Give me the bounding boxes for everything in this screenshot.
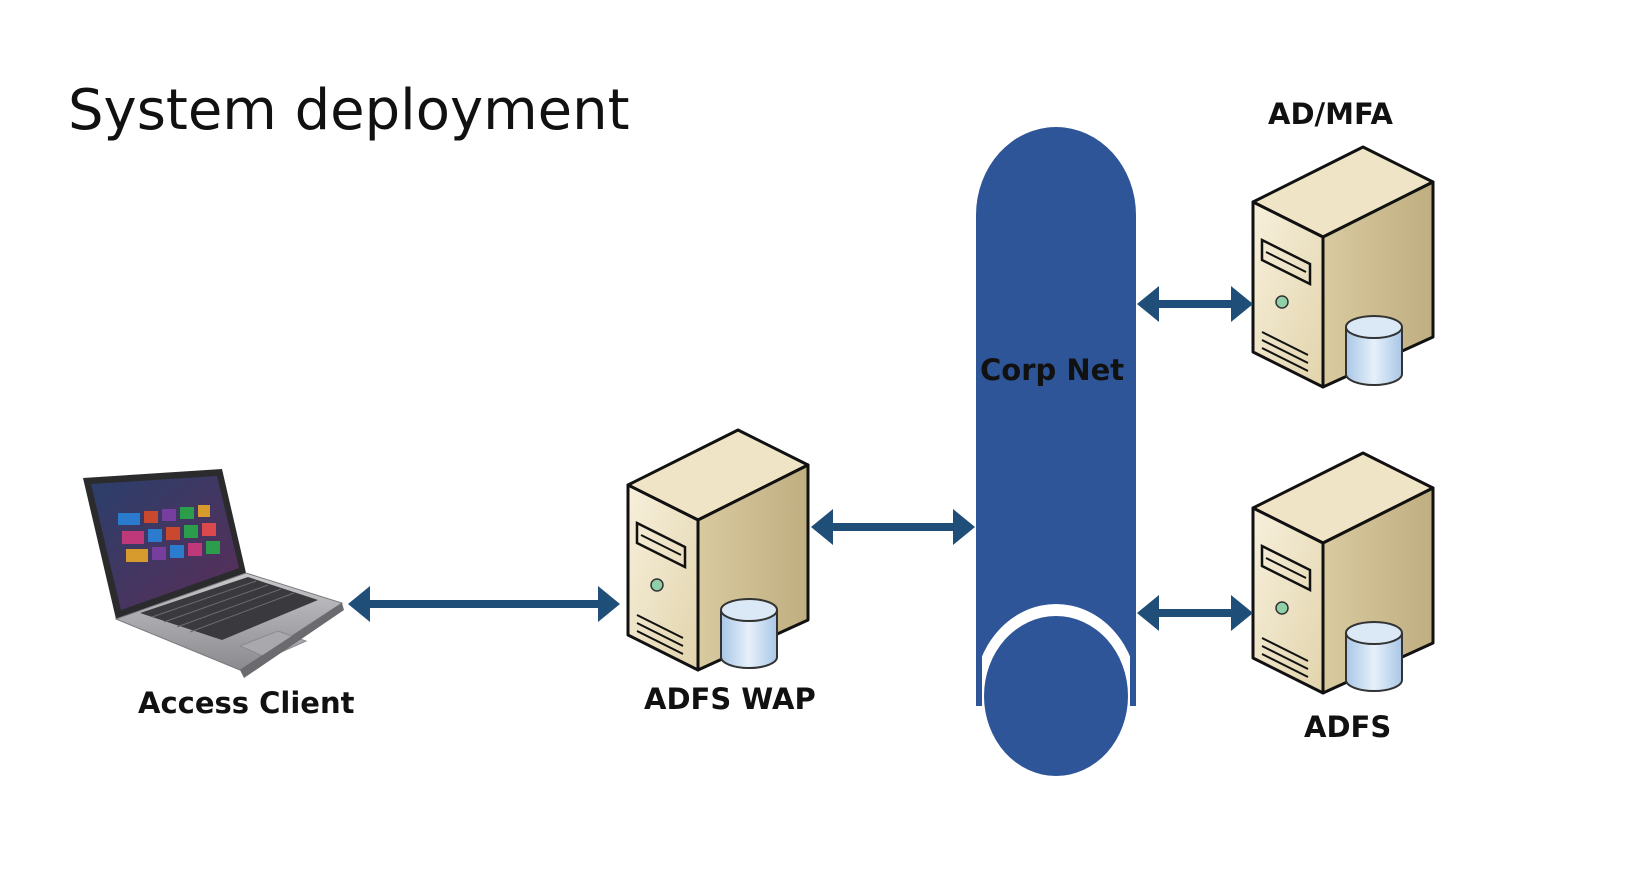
corp-net-label: Corp Net xyxy=(980,353,1125,387)
arrow-corpnet-adfs xyxy=(1137,595,1253,631)
ad-mfa-label: AD/MFA xyxy=(1268,97,1393,131)
ad-mfa-server-icon xyxy=(1251,145,1435,389)
adfs-server-icon xyxy=(1251,451,1435,695)
arrow-corpnet-ad-mfa xyxy=(1137,286,1253,322)
page-title: System deployment xyxy=(68,78,630,143)
arrow-client-wap xyxy=(348,586,620,622)
adfs-wap-server-icon xyxy=(626,428,810,672)
adfs-wap-label: ADFS WAP xyxy=(644,682,816,716)
access-client-label: Access Client xyxy=(138,686,355,720)
adfs-label: ADFS xyxy=(1304,710,1392,744)
corp-net-cylinder-icon xyxy=(974,127,1138,788)
arrow-wap-corpnet xyxy=(811,509,975,545)
laptop-icon xyxy=(83,469,344,678)
